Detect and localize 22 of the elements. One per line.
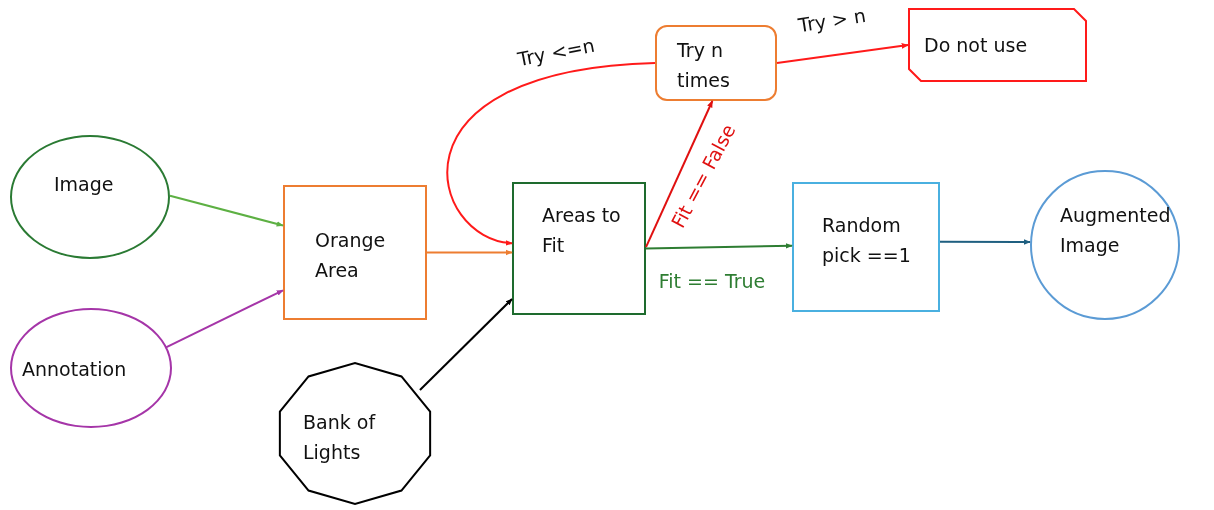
arrow <box>645 243 793 250</box>
arrow <box>418 298 513 392</box>
arrow <box>426 249 513 256</box>
arrow <box>169 194 284 227</box>
process-box <box>512 182 646 315</box>
arrow <box>776 43 909 64</box>
process-box <box>283 185 427 320</box>
node-label: Augmented Image <box>1060 203 1172 258</box>
node-label: Bank of Lights <box>303 410 377 465</box>
node-label: Do not use <box>924 33 1029 58</box>
cut-corner-box <box>908 8 1087 82</box>
rounded-box <box>655 25 777 101</box>
node-label: Annotation <box>22 357 128 382</box>
arrow <box>446 62 656 245</box>
arrow <box>164 289 284 349</box>
node-label: Try n times <box>677 38 731 93</box>
node-label: Image <box>54 172 115 197</box>
node-label: Areas to Fit <box>542 203 622 258</box>
node-label: Orange Area <box>315 228 387 283</box>
process-box <box>792 182 940 312</box>
arrow <box>939 239 1031 245</box>
node-label: Random pick ==1 <box>822 213 912 268</box>
